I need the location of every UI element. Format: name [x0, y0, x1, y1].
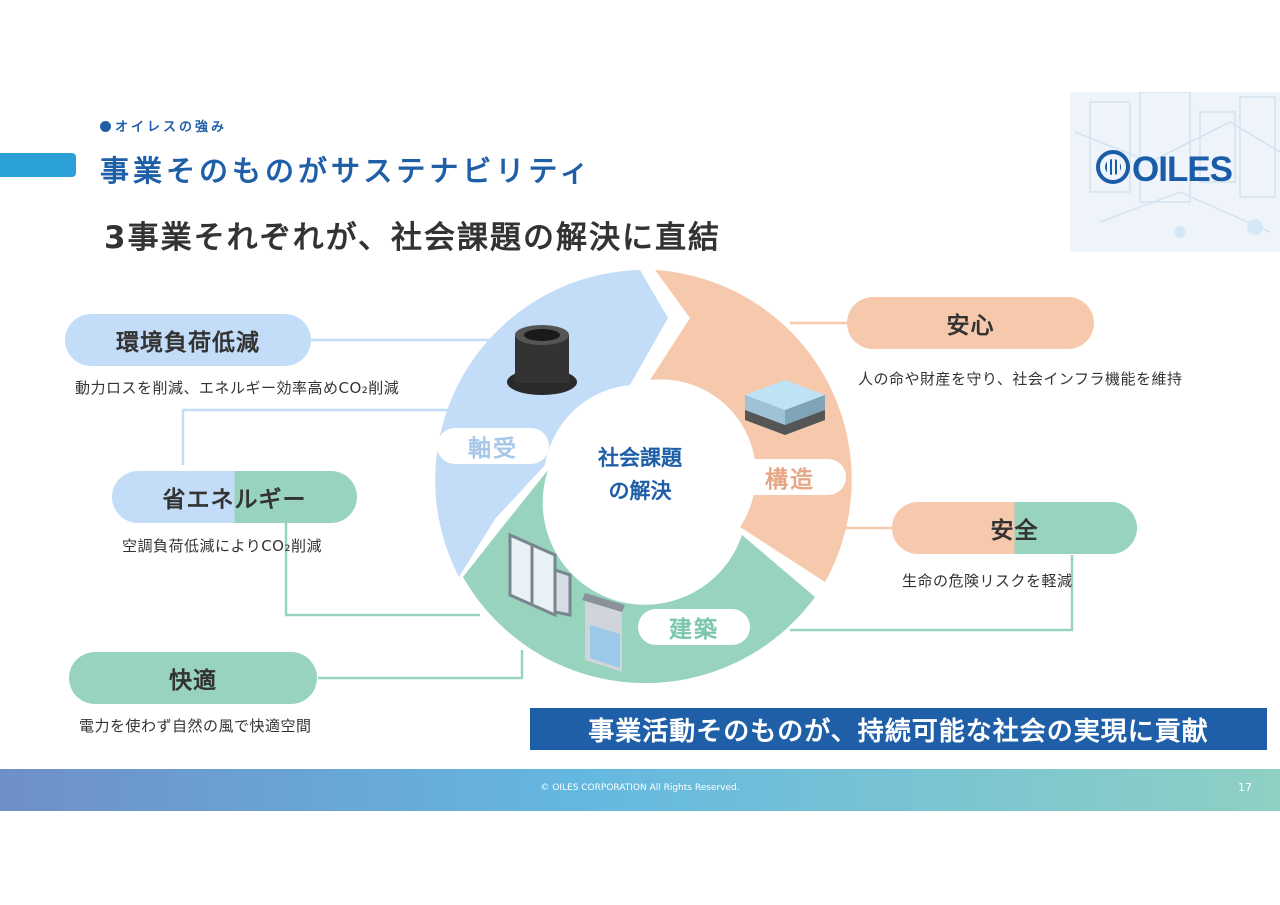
solution-diagram — [181, 270, 1074, 684]
copyright-text: © OILES CORPORATION All Rights Reserved. — [540, 783, 740, 793]
benefit-safety-description: 生命の危険リスクを軽減 — [902, 572, 1073, 590]
structure-label: 構造 — [734, 459, 846, 495]
page-subtitle: 3事業それぞれが、社会課題の解決に直結 — [104, 220, 721, 256]
conclusion-banner: 事業活動そのものが、持続可能な社会の実現に貢献 — [530, 708, 1267, 750]
window-product-image — [508, 532, 572, 618]
benefit-environment: 環境負荷低減 — [65, 314, 311, 366]
benefit-security: 安心 — [847, 297, 1094, 349]
bearing-segment — [435, 270, 668, 577]
benefit-energy-saving: 省エネルギー — [112, 471, 357, 523]
bearing-label: 軸受 — [437, 428, 549, 464]
footer-bar — [0, 769, 1280, 811]
section-label: オイレスの強み — [100, 116, 227, 135]
seismic-isolator-image — [745, 380, 825, 435]
benefit-safety: 安全 — [892, 502, 1137, 554]
architecture-label: 建築 — [638, 609, 750, 645]
title-accent-bar — [0, 153, 76, 177]
shutter-product-image — [582, 593, 625, 672]
page-number: 17 — [1238, 781, 1252, 794]
connector-line — [790, 555, 1074, 632]
connector-line — [318, 650, 524, 680]
center-title: 社会課題 の解決 — [598, 446, 682, 503]
center-circle — [548, 388, 732, 572]
city-background-image — [1070, 92, 1280, 252]
connector-line — [284, 522, 480, 617]
benefit-security-description: 人の命や財産を守り、社会インフラ機能を維持 — [858, 370, 1183, 388]
benefit-comfort-description: 電力を使わず自然の風で快適空間 — [79, 717, 312, 735]
connector-line — [181, 408, 500, 465]
bullet-dot-icon — [100, 121, 111, 132]
benefit-energy-saving-description: 空調負荷低減によりCO₂削減 — [122, 537, 322, 555]
page-title: 事業そのものがサステナビリティ — [100, 154, 593, 188]
benefit-environment-description: 動力ロスを削減、エネルギー効率高めCO₂削減 — [75, 379, 400, 397]
oiles-logo: OILES — [1096, 150, 1233, 190]
logo-globe-icon — [1096, 150, 1130, 184]
benefit-comfort: 快適 — [69, 652, 317, 704]
structure-segment — [650, 270, 852, 582]
bearing-product-image — [507, 325, 577, 395]
